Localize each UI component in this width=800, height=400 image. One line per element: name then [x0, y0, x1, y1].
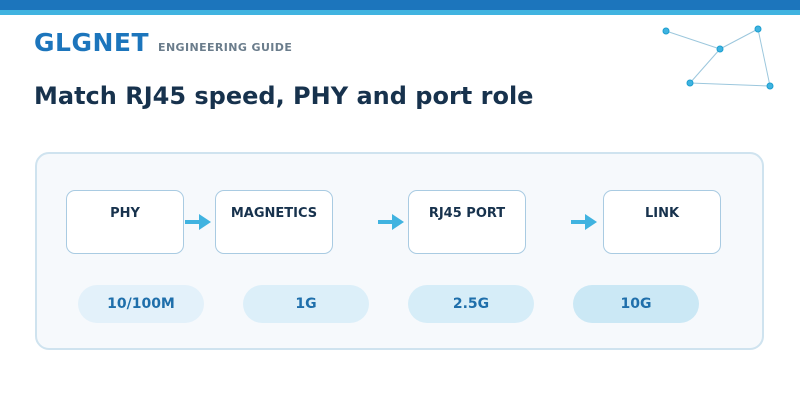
page-title: Match RJ45 speed, PHY and port role: [34, 82, 534, 110]
node-phy: PHY: [66, 190, 184, 254]
brand-logo[interactable]: GLGNET: [34, 28, 150, 57]
arrow-rj45-to-link: [571, 214, 597, 230]
speed-pill-10-100m: 10/100M: [78, 285, 204, 323]
brand-header: GLGNET ENGINEERING GUIDE: [34, 28, 292, 57]
node-link: LINK: [603, 190, 721, 254]
brand-subtitle: ENGINEERING GUIDE: [158, 41, 293, 54]
node-magnetics: MAGNETICS: [215, 190, 333, 254]
top-accent-stripe: [0, 10, 800, 15]
arrow-magnetics-to-rj45: [378, 214, 404, 230]
speed-pill-2-5g: 2.5G: [408, 285, 534, 323]
network-graph-icon: [662, 25, 774, 90]
speed-pill-1g: 1G: [243, 285, 369, 323]
node-rj45-port: RJ45 PORT: [408, 190, 526, 254]
speed-pill-10g: 10G: [573, 285, 699, 323]
top-accent-bar: [0, 0, 800, 10]
arrow-phy-to-magnetics: [185, 214, 211, 230]
